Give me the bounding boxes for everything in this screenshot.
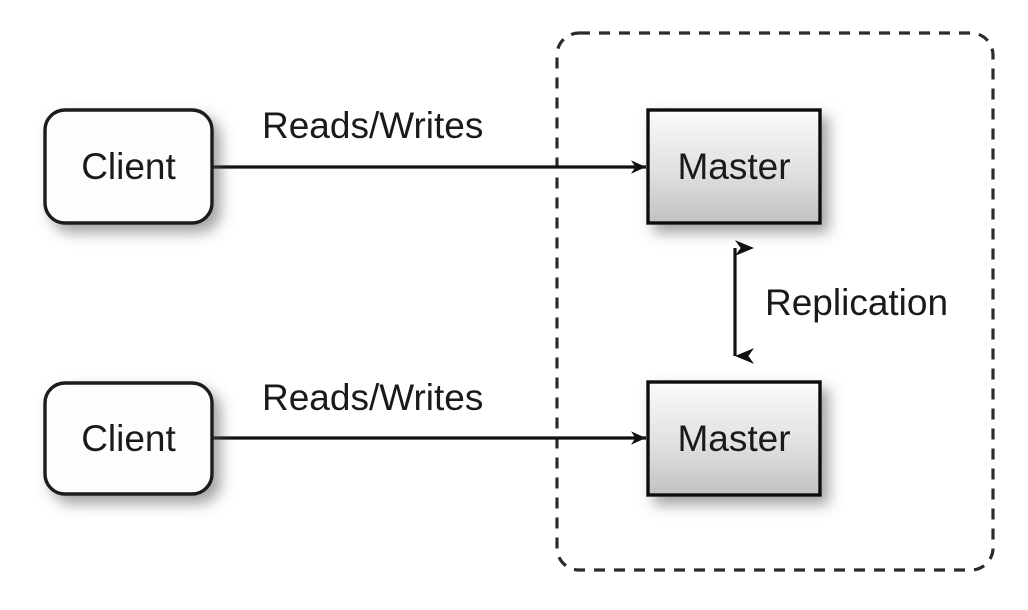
master-top-shape[interactable] xyxy=(646,108,822,225)
edge-client-bottom-to-master-bottom: Reads/Writes xyxy=(212,377,646,445)
client-bottom-shape[interactable] xyxy=(43,381,214,496)
master-bottom-label: Master xyxy=(677,418,790,459)
master-bottom-shape[interactable] xyxy=(646,380,822,497)
replication-cluster-boundary xyxy=(555,31,995,572)
client-top-shape[interactable] xyxy=(43,108,214,225)
node-master-top[interactable]: Master xyxy=(646,108,822,225)
edge-label-replication: Replication xyxy=(765,282,948,323)
client-top-label: Client xyxy=(81,146,176,187)
node-client-bottom[interactable]: Client xyxy=(43,381,214,496)
edge-label-reads-writes-bottom: Reads/Writes xyxy=(262,377,483,418)
node-master-bottom[interactable]: Master xyxy=(646,380,822,497)
master-top-label: Master xyxy=(677,146,790,187)
client-bottom-label: Client xyxy=(81,418,176,459)
edge-label-reads-writes-top: Reads/Writes xyxy=(262,105,483,146)
node-client-top[interactable]: Client xyxy=(43,108,214,225)
edge-master-replication: Replication xyxy=(733,240,948,364)
edge-client-top-to-master-top: Reads/Writes xyxy=(212,105,646,174)
